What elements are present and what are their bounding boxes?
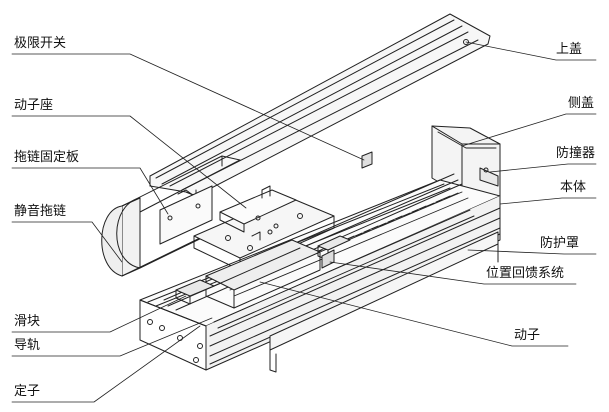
label-position-feedback: 位置回馈系统 bbox=[486, 266, 565, 281]
label-silent-drag-chain: 静音拖链 bbox=[14, 204, 67, 219]
label-top-cover: 上盖 bbox=[556, 42, 583, 57]
drag-chain-part bbox=[101, 155, 241, 277]
limit-switch-part bbox=[321, 151, 373, 269]
leader-lines bbox=[11, 41, 597, 403]
label-limit-switch: 极限开关 bbox=[14, 36, 67, 51]
dust-shield-part bbox=[269, 231, 499, 373]
label-side-cover: 侧盖 bbox=[568, 96, 595, 111]
label-bumper: 防撞器 bbox=[556, 146, 596, 161]
slider-blocks bbox=[175, 235, 351, 305]
label-mover: 动子 bbox=[514, 328, 541, 343]
label-slider: 滑块 bbox=[14, 314, 41, 329]
label-stator: 定子 bbox=[14, 384, 41, 399]
chain-mount-plate-part bbox=[159, 185, 213, 245]
label-chain-mount-plate: 拖链固定板 bbox=[14, 150, 80, 165]
mover-part bbox=[205, 239, 321, 309]
label-body: 本体 bbox=[560, 180, 587, 195]
mover-seat-part bbox=[193, 185, 335, 271]
label-mover-seat: 动子座 bbox=[14, 98, 54, 113]
label-dust-shield: 防护罩 bbox=[540, 236, 580, 251]
label-guide-rail: 导轨 bbox=[14, 338, 41, 353]
